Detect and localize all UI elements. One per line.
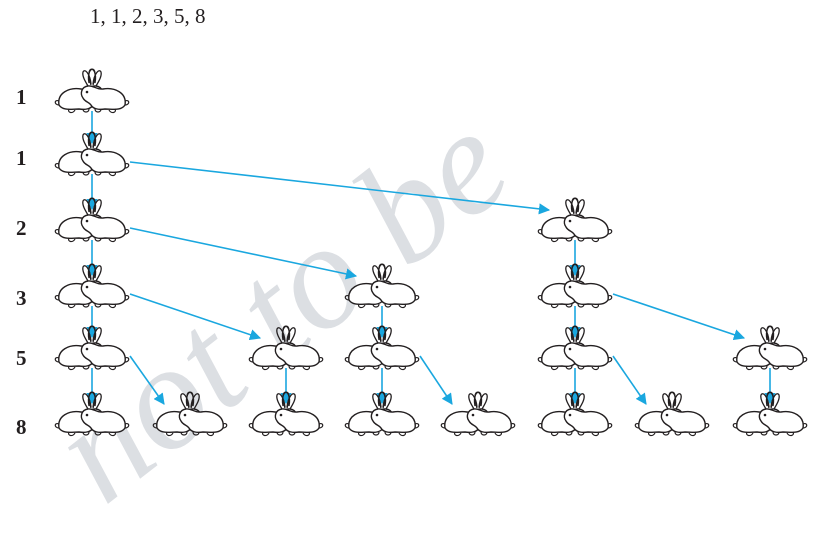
arrow-d0-to-e1 — [129, 293, 262, 341]
arrow-b0-to-c1 — [129, 161, 551, 215]
rabbit-pair-icon — [538, 198, 612, 241]
rabbit-pair-icon — [441, 392, 515, 435]
rabbit-pairs — [55, 69, 807, 435]
rabbit-pair-icon — [249, 326, 323, 369]
arrows — [86, 111, 776, 405]
generation-label-2: 1 — [16, 146, 27, 170]
arrow-e2-to-f4 — [419, 355, 453, 405]
generation-label-6: 8 — [16, 415, 27, 439]
generation-label-4: 3 — [16, 286, 27, 310]
generation-label-3: 2 — [16, 216, 27, 240]
arrow-c0-to-d1 — [129, 227, 358, 280]
generation-label-1: 1 — [16, 85, 27, 109]
arrow-e0-to-f1 — [129, 355, 165, 405]
fibonacci-sequence-text: 1, 1, 2, 3, 5, 8 — [90, 4, 206, 28]
rabbit-tree — [0, 0, 825, 460]
rabbit-pair-icon — [635, 392, 709, 435]
rabbit-pair-icon — [153, 392, 227, 435]
rabbit-pair-icon — [345, 264, 419, 307]
arrow-d2-to-e4 — [612, 293, 746, 341]
generation-label-5: 5 — [16, 346, 27, 370]
rabbit-pair-icon — [55, 69, 129, 112]
rabbit-pair-icon — [733, 326, 807, 369]
arrow-e3-to-f6 — [612, 355, 647, 405]
